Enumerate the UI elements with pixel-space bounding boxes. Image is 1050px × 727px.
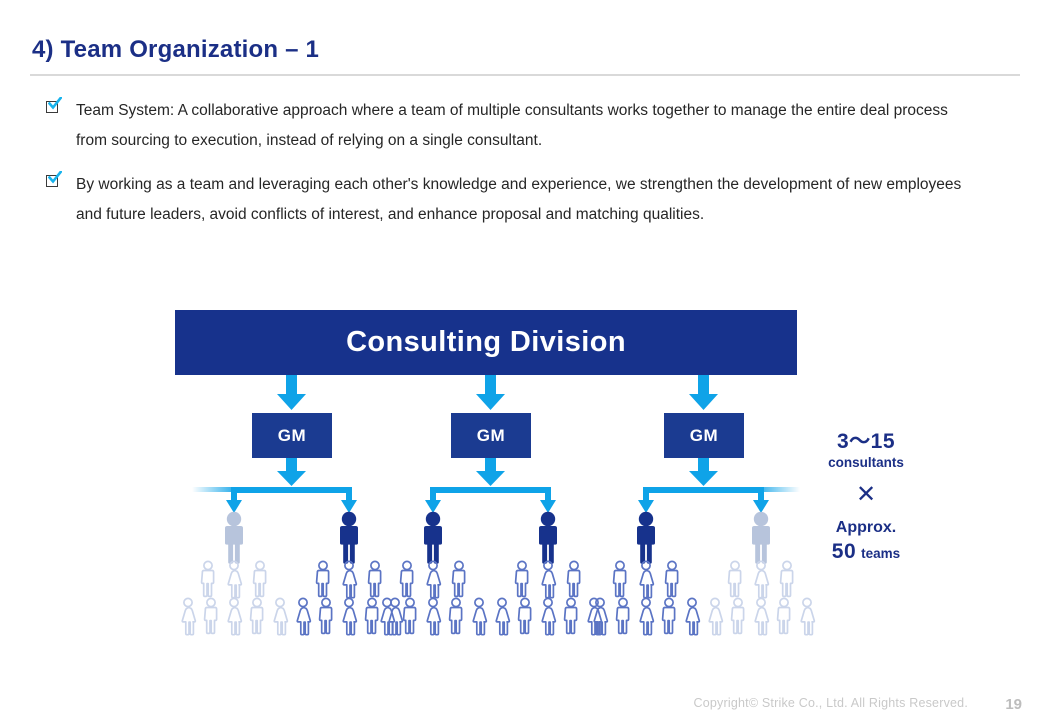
consultant-count-range: 3〜15 — [836, 430, 896, 453]
copyright-footer: Copyright© Strike Co., Ltd. All Rights R… — [693, 696, 968, 710]
org-node-consulting-division[interactable]: Consulting Division — [175, 310, 797, 375]
team-group — [494, 511, 603, 636]
approx-label: Approx. — [835, 519, 897, 536]
bullet-text: Team System: A collaborative approach wh… — [76, 102, 948, 149]
team-size-annotation: 3〜15 consultants ✕ Approx. 50 teams — [795, 430, 937, 564]
teams-unit: teams — [861, 546, 901, 561]
page-number: 19 — [1005, 696, 1022, 713]
team-group — [379, 511, 488, 636]
title-divider — [30, 74, 1020, 76]
bullet-item: Team System: A collaborative approach wh… — [46, 96, 986, 156]
checkbox-checked-icon — [46, 171, 62, 190]
org-node-gm-1[interactable]: GM — [252, 413, 332, 458]
multiply-icon: ✕ — [855, 481, 877, 508]
consultant-count-unit: consultants — [828, 455, 904, 470]
checkbox-checked-icon — [46, 97, 62, 116]
page-title: 4) Team Organization – 1 — [32, 36, 320, 63]
org-node-label: GM — [689, 425, 719, 445]
team-group — [180, 511, 289, 636]
bullet-list: Team System: A collaborative approach wh… — [46, 96, 986, 244]
org-node-gm-2[interactable]: GM — [451, 413, 531, 458]
team-group — [295, 511, 404, 636]
bullet-item: By working as a team and leveraging each… — [46, 170, 986, 230]
teams-count: 50 — [831, 540, 857, 563]
org-node-label: GM — [476, 425, 506, 445]
org-node-label: Consulting Division — [346, 326, 626, 358]
bullet-text: By working as a team and leveraging each… — [76, 176, 962, 223]
org-node-gm-3[interactable]: GM — [664, 413, 744, 458]
org-node-label: GM — [277, 425, 307, 445]
team-group — [592, 511, 701, 636]
